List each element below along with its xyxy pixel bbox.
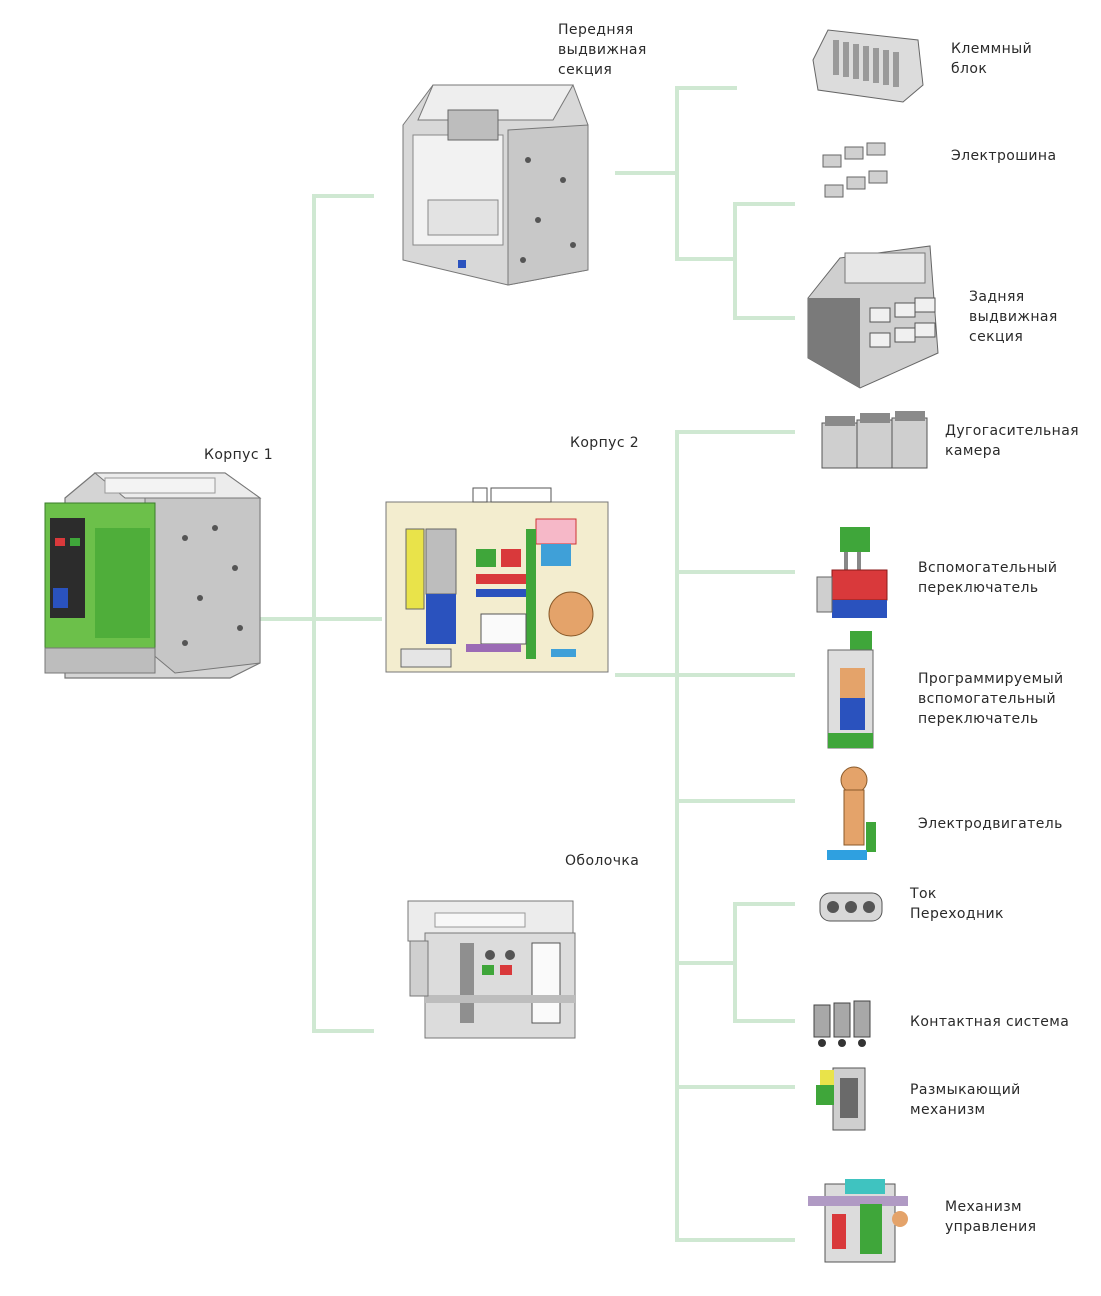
busbar-image <box>815 135 895 210</box>
front-drawout-section-image <box>388 70 606 288</box>
programmable-aux-switch-image <box>818 628 884 754</box>
programmable-aux-switch-label: Программируемый вспомогательный переключ… <box>918 671 1064 727</box>
trip-mechanism-label: Размыкающий механизм <box>910 1082 1021 1118</box>
terminal-block-label: Клеммный блок <box>951 41 1033 77</box>
breaker-internal-layout-image <box>381 484 613 676</box>
contact-system-label: Контактная система <box>910 1014 1070 1030</box>
aux-switch-label: Вспомогательный переключатель <box>918 560 1058 596</box>
rear-drawout-section-image <box>800 238 942 394</box>
terminal-block-image <box>808 20 928 106</box>
busbar-label: Электрошина <box>951 148 1057 164</box>
trip-mechanism-image <box>808 1060 874 1138</box>
contact-system-image <box>808 995 880 1053</box>
korpus1-label: Корпус 1 <box>204 447 274 463</box>
arc-chamber-image <box>817 408 933 480</box>
shell-label: Оболочка <box>565 853 640 869</box>
arc-chamber-label: Дугогасительная камера <box>945 423 1079 459</box>
current-adapter-image <box>815 885 890 933</box>
front-cover-image <box>400 893 580 1050</box>
control-mechanism-image <box>800 1174 918 1270</box>
control-mechanism-label: Механизм управления <box>945 1199 1037 1235</box>
aux-switch-image <box>812 522 898 626</box>
breaker-body-image <box>25 458 275 688</box>
current-adapter-label: Ток Переходник <box>910 886 1004 922</box>
korpus2-label: Корпус 2 <box>570 435 640 451</box>
rear-section-label: Задняя выдвижная секция <box>969 289 1058 345</box>
motor-label: Электродвигатель <box>918 816 1063 832</box>
motor-image <box>822 762 884 866</box>
front-section-label: Передняя выдвижная секция <box>558 22 647 78</box>
